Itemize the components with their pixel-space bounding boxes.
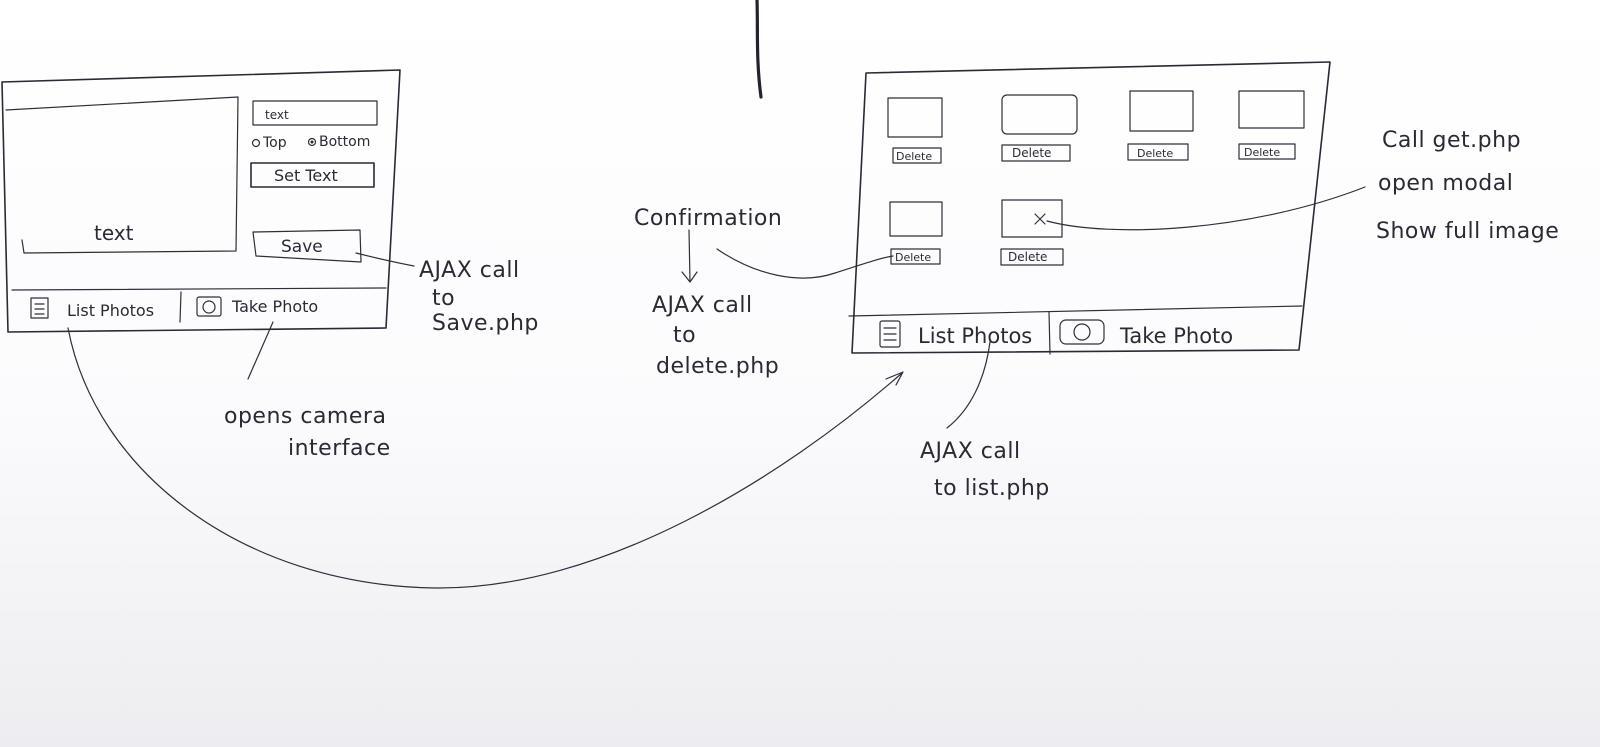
tab-take-photo-label: Take Photo — [1119, 324, 1233, 348]
tab-list-photos[interactable]: List Photos — [30, 297, 154, 320]
photo-thumbnail[interactable] — [887, 97, 943, 138]
list-icon — [879, 320, 901, 348]
photo-tile[interactable]: Delete — [1000, 199, 1064, 266]
delete-button[interactable] — [1001, 144, 1071, 162]
get-note-line: Call get.php — [1382, 128, 1521, 153]
delete-label: Delete — [1008, 250, 1047, 264]
tab-list-photos-label: List Photos — [918, 324, 1032, 348]
delete-button[interactable] — [890, 248, 941, 265]
delete-note-line: to — [673, 323, 696, 348]
text-field[interactable] — [252, 100, 378, 126]
tab-divider — [179, 291, 182, 323]
save-label: Save — [281, 237, 323, 257]
image-preview — [5, 96, 239, 254]
delete-label: Delete — [896, 150, 932, 163]
tab-take-photo-label: Take Photo — [231, 297, 318, 316]
radio-bottom-dot — [310, 140, 314, 144]
radio-bottom[interactable] — [307, 137, 317, 147]
confirmation-arrow — [688, 229, 691, 283]
photo-thumbnail[interactable] — [889, 201, 943, 237]
list-note-line: to list.php — [934, 476, 1050, 501]
delete-button[interactable] — [1127, 143, 1189, 161]
camera-icon — [196, 296, 222, 317]
get-note-line: open modal — [1378, 171, 1513, 196]
photo-tile[interactable]: Delete — [889, 201, 943, 265]
set-text-button[interactable] — [250, 162, 375, 188]
list-note-line: AJAX call — [920, 439, 1021, 464]
camera-note-line: interface — [288, 436, 391, 461]
image-caption: text — [94, 221, 134, 245]
right-phone-screen: Delete Delete Delete Delete Delete De — [848, 61, 1331, 355]
photo-tile[interactable]: Delete — [887, 97, 943, 164]
photo-thumbnail[interactable] — [1129, 90, 1194, 132]
delete-note-line: AJAX call — [652, 293, 753, 318]
list-icon — [30, 297, 49, 319]
get-connector — [1046, 186, 1366, 231]
save-button[interactable] — [252, 229, 362, 263]
camera-icon-lens — [1073, 323, 1091, 341]
navigation-arrowhead — [885, 371, 904, 386]
get-note-line: Show full image — [1376, 219, 1559, 244]
delete-label: Delete — [895, 251, 931, 264]
get-annotation: Call get.php open modal Show full image — [1376, 128, 1559, 244]
delete-note-line: delete.php — [656, 354, 779, 379]
marker-stroke — [755, 0, 763, 99]
camera-annotation: opens camera interface — [224, 404, 391, 461]
delete-button[interactable] — [892, 147, 942, 164]
delete-label: Delete — [1012, 146, 1051, 160]
right-screen-frame — [851, 61, 1331, 354]
tab-list-photos-label: List Photos — [67, 301, 154, 320]
delete-label: Delete — [1137, 147, 1173, 160]
tab-take-photo[interactable]: Take Photo — [196, 296, 318, 317]
set-text-label: Set Text — [274, 166, 338, 185]
tab-divider — [1048, 311, 1051, 355]
tab-bar-line — [11, 287, 387, 291]
camera-connector — [247, 321, 274, 380]
save-note-line: Save.php — [432, 311, 539, 336]
save-note-line: to — [432, 286, 455, 311]
save-annotation: AJAX call to Save.php — [419, 258, 539, 336]
confirmation-note: Confirmation — [634, 206, 782, 231]
left-screen-frame — [1, 69, 401, 333]
delete-button[interactable] — [1238, 143, 1296, 160]
radio-top[interactable] — [251, 138, 261, 148]
list-connector — [946, 341, 991, 429]
photo-tile[interactable]: Delete — [1238, 90, 1305, 160]
photo-tile[interactable]: Delete — [1001, 94, 1078, 162]
camera-note-line: opens camera — [224, 404, 386, 429]
close-icon — [1034, 213, 1046, 225]
camera-icon — [1059, 319, 1105, 345]
list-annotation: AJAX call to list.php — [920, 439, 1050, 501]
save-note-line: AJAX call — [419, 258, 520, 283]
tab-list-photos[interactable]: List Photos — [879, 320, 1032, 348]
navigation-arrow — [67, 327, 903, 589]
tab-take-photo[interactable]: Take Photo — [1059, 319, 1233, 348]
confirmation-connector — [716, 248, 894, 279]
radio-bottom-label: Bottom — [319, 134, 370, 150]
photo-thumbnail[interactable] — [1238, 90, 1305, 129]
radio-top-label: Top — [262, 135, 287, 151]
camera-icon-lens — [202, 300, 216, 314]
left-phone-screen: text text Top Bottom Set Text Save List … — [1, 69, 401, 333]
photo-thumbnail[interactable] — [1001, 199, 1063, 238]
delete-annotation: AJAX call to delete.php — [652, 293, 779, 379]
text-field-value: text — [265, 108, 289, 122]
save-connector — [355, 252, 415, 267]
confirmation-arrowhead — [681, 271, 698, 283]
tab-bar-line — [848, 305, 1303, 317]
delete-button[interactable] — [1000, 248, 1064, 266]
photo-tile[interactable]: Delete — [1127, 90, 1194, 161]
photo-thumbnail[interactable] — [1001, 94, 1078, 135]
delete-label: Delete — [1244, 146, 1280, 159]
